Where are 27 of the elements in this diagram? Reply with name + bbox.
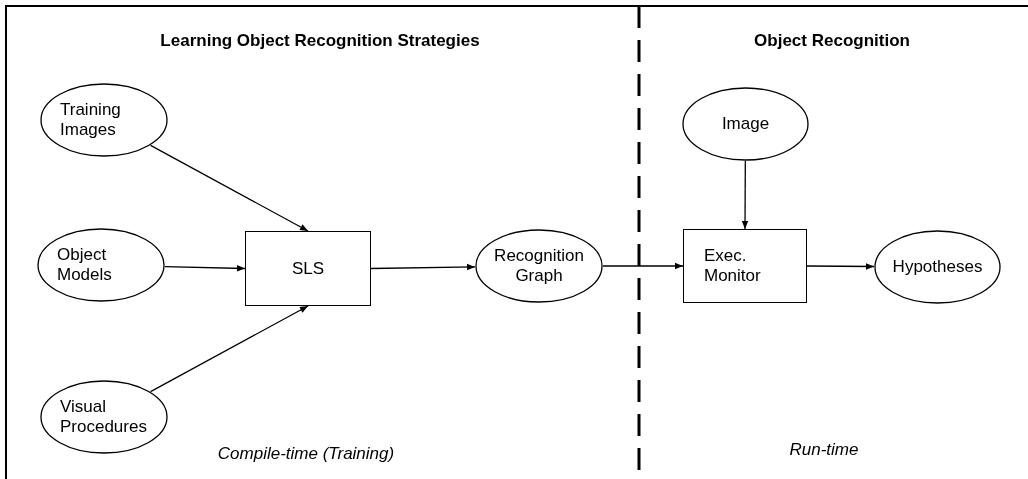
ellipse-node	[874, 230, 1001, 304]
ellipse-node	[37, 228, 165, 302]
section-heading: Object Recognition	[753, 30, 911, 52]
phase-label: Compile-time (Training)	[216, 443, 396, 465]
ellipse-node	[682, 87, 809, 161]
arrow	[806, 263, 875, 270]
arrow	[149, 144, 309, 232]
node-label: Exec. Monitor	[704, 246, 762, 286]
ellipse-node	[40, 380, 168, 454]
arrow	[149, 305, 309, 393]
node-label: Hypotheses	[892, 257, 983, 277]
process-box	[683, 229, 807, 303]
node-label: Recognition Graph	[493, 246, 585, 286]
section-heading: Learning Object Recognition Strategies	[159, 30, 481, 52]
process-box	[245, 231, 371, 306]
node-label: SLS	[291, 258, 325, 279]
arrow	[602, 262, 684, 270]
node-label: Training Images	[60, 100, 122, 140]
node-label: Object Models	[57, 245, 113, 285]
ellipse-node	[40, 83, 168, 157]
node-label: Image	[721, 114, 770, 134]
arrow	[741, 160, 749, 230]
node-label: Visual Procedures	[60, 397, 148, 437]
arrow	[370, 263, 476, 271]
ellipse-node	[475, 229, 603, 303]
arrow	[164, 265, 246, 272]
phase-label: Run-time	[788, 439, 860, 461]
